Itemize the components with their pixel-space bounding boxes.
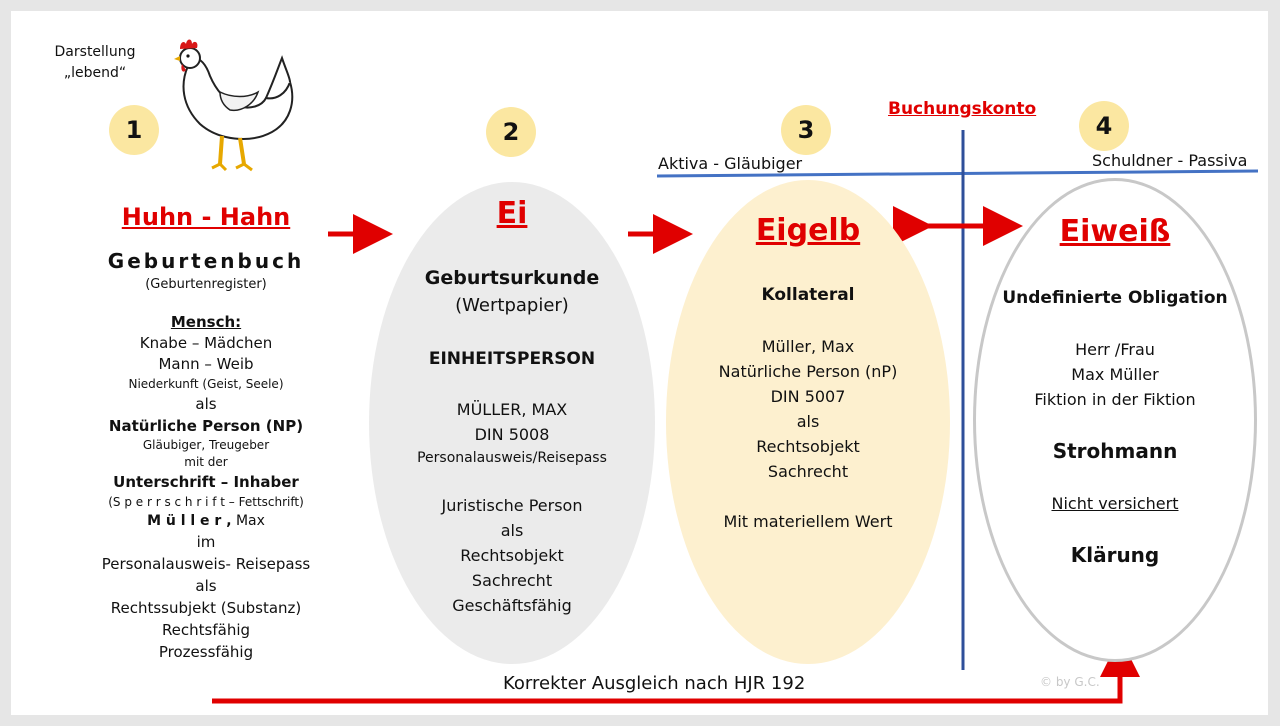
wertpapier-text: (Wertpapier): [455, 295, 569, 316]
text-line: Rechtsobjekt: [460, 546, 564, 565]
einheitsperson-text: EINHEITSPERSON: [428, 349, 596, 369]
geburtenbuch-heading: Geburtenbuch: [107, 249, 305, 273]
chicken-caption-line2: „lebend“: [63, 65, 127, 81]
ellipse-eigelb: [666, 180, 950, 664]
text-line: Rechtsobjekt: [756, 437, 860, 456]
text-line: Sachrecht: [767, 462, 849, 481]
text-line: MÜLLER, MAX: [456, 400, 568, 419]
strohmann-text: Strohmann: [1052, 439, 1178, 463]
buchungskonto-label: Buchungskonto: [888, 99, 1037, 119]
text-line: Rechtsfähig: [161, 621, 251, 639]
text-line: Personalausweis/Reisepass: [417, 450, 607, 466]
text-line: Unterschrift – Inhaber: [113, 473, 299, 491]
text-line: Herr /Frau: [1075, 340, 1155, 359]
text-line: Sachrecht: [471, 571, 553, 590]
copyright-text: © by G.C.: [1040, 675, 1100, 689]
text-line: DIN 5008: [474, 425, 550, 444]
fettschrift-text: – Fettschrift): [224, 495, 304, 509]
mensch-label: Mensch:: [170, 313, 242, 331]
text-line: Prozessfähig: [158, 643, 254, 661]
mueller-bold: M ü l l e r ,: [147, 513, 232, 529]
text-line: als: [195, 395, 217, 413]
number-badge-1: 1: [109, 105, 159, 155]
ellipse-ei: [369, 182, 655, 664]
klaerung-text: Klärung: [1070, 543, 1160, 567]
text-line: Niederkunft (Geist, Seele): [128, 377, 284, 391]
title-huhn-hahn: Huhn - Hahn: [121, 203, 291, 231]
text-line: Fiktion in der Fiktion: [1034, 390, 1196, 409]
text-line: Geschäftsfähig: [452, 596, 572, 615]
column-eigelb: Eigelb Kollateral Müller, Max Natürliche…: [666, 210, 950, 534]
column-huhn: Huhn - Hahn Geburtenbuch (Geburtenregist…: [60, 200, 352, 663]
text-line: Rechtssubjekt (Substanz): [110, 599, 302, 617]
undefinierte-obligation-text: Undefinierte Obligation: [1002, 288, 1228, 308]
nicht-versichert-text: Nicht versichert: [1051, 494, 1179, 513]
number-badge-2: 2: [486, 107, 536, 157]
text-line: als: [195, 577, 217, 595]
account-horizontal-line: [656, 169, 1259, 178]
text-line: (S p e r r s c h r i f t – Fettschrift): [60, 493, 352, 511]
text-line: mit der: [184, 455, 228, 469]
number-badge-4: 4: [1079, 101, 1129, 151]
text-line: als: [500, 521, 524, 540]
ellipse-eiweiss: [973, 178, 1257, 662]
text-line: Mit materiellem Wert: [723, 512, 893, 531]
text-line: Mann – Weib: [158, 355, 254, 373]
chicken-caption-line1: Darstellung: [54, 44, 136, 60]
title-eigelb: Eigelb: [755, 213, 861, 248]
text-line: Gläubiger, Treugeber: [142, 438, 270, 452]
chicken-caption: Darstellung „lebend“: [40, 42, 150, 84]
kollateral-text: Kollateral: [761, 285, 855, 305]
text-line: Müller, Max: [761, 337, 855, 356]
text-line: M ü l l e r , Max: [60, 511, 352, 531]
sperrschrift-text: (S p e r r s c h r i f t: [108, 495, 225, 509]
text-line: Personalausweis- Reisepass: [101, 555, 311, 573]
text-line: Juristische Person: [441, 496, 583, 515]
geburtsurkunde-text: Geburtsurkunde: [424, 267, 600, 289]
max-text: Max: [231, 513, 265, 529]
bottom-return-arrow: [212, 637, 1140, 704]
bottom-balance-text: Korrekter Ausgleich nach HJR 192: [503, 673, 806, 694]
text-line: Natürliche Person (NP): [108, 417, 304, 435]
title-ei: Ei: [496, 196, 528, 231]
account-left-label: Aktiva - Gläubiger: [658, 154, 803, 173]
text-line: im: [196, 533, 216, 551]
column-eiweiss: Eiweiß Undefinierte Obligation Herr /Fra…: [973, 211, 1257, 570]
geburtenregister-text: (Geburtenregister): [145, 277, 267, 292]
text-line: Natürliche Person (nP): [718, 362, 898, 381]
text-line: als: [796, 412, 820, 431]
text-line: Knabe – Mädchen: [139, 334, 273, 352]
text-line: DIN 5007: [770, 387, 846, 406]
account-right-label: Schuldner - Passiva: [1092, 151, 1248, 170]
text-line: Max Müller: [1071, 365, 1159, 384]
column-ei: Ei Geburtsurkunde (Wertpapier) EINHEITSP…: [369, 194, 655, 618]
title-eiweiss: Eiweiß: [1059, 214, 1171, 249]
number-badge-3: 3: [781, 105, 831, 155]
